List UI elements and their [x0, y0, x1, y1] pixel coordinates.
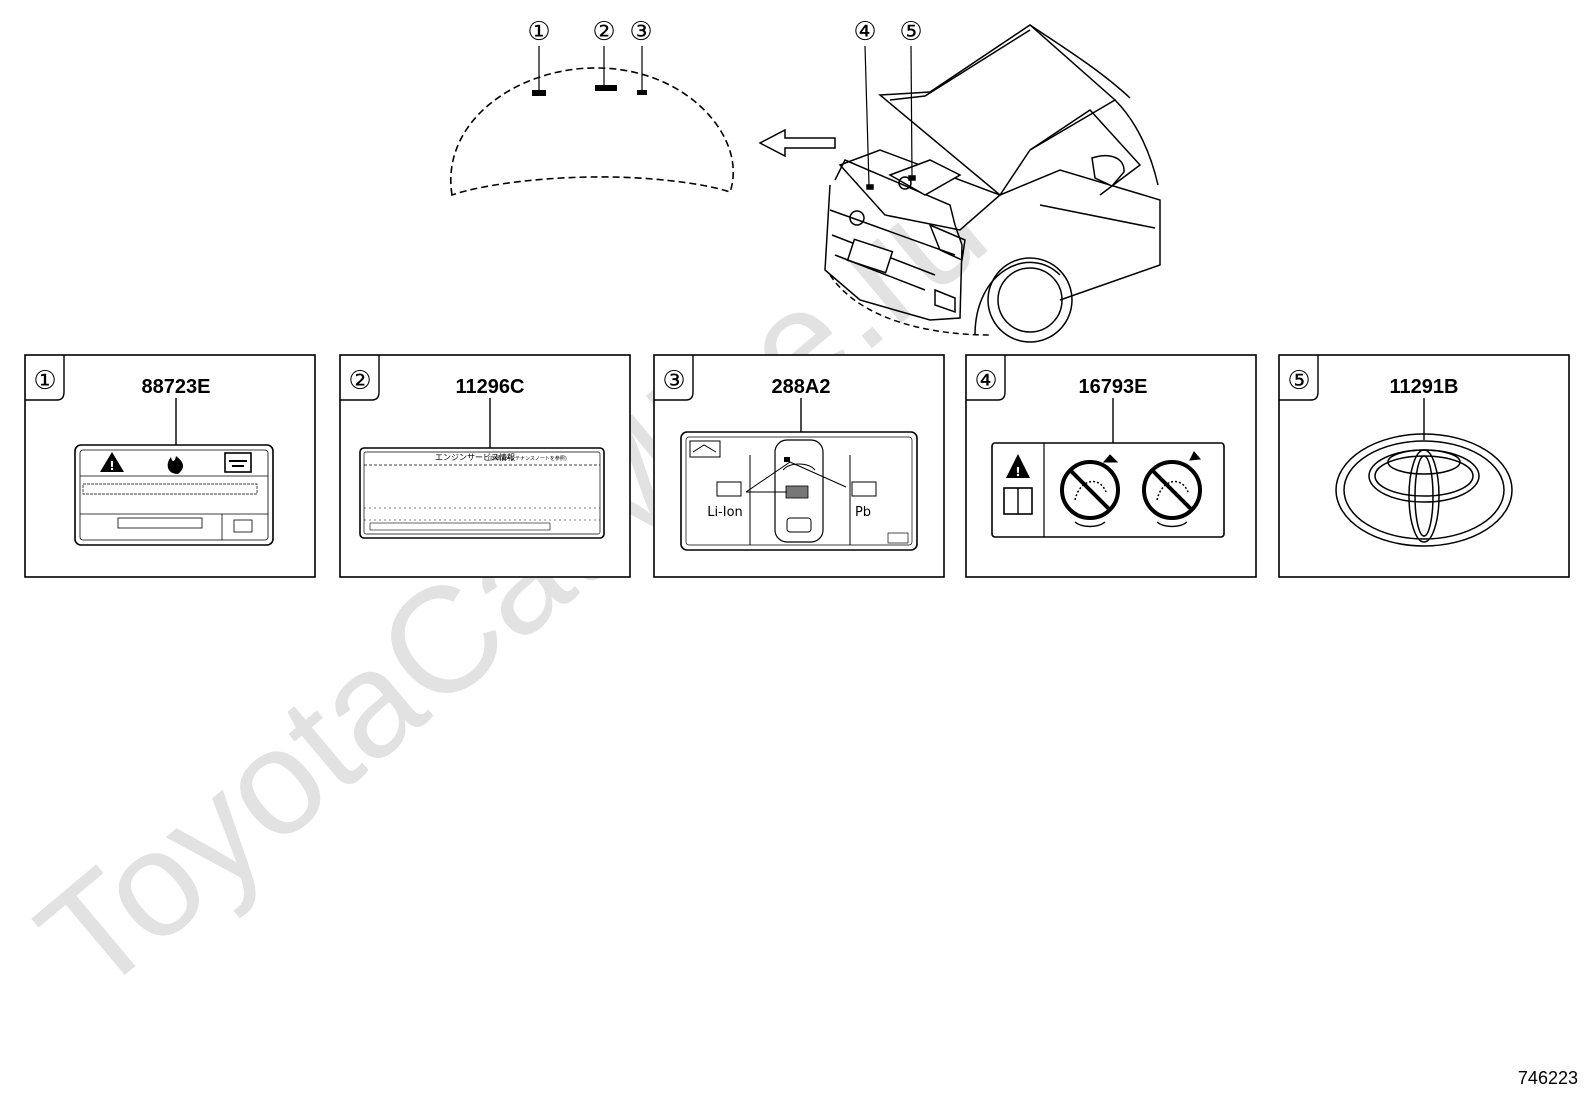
svg-text:!: ! [109, 459, 114, 473]
label-panel-5: ⑤ 11291B [1278, 354, 1570, 578]
label3-li-text: Li-Ion [707, 505, 743, 520]
panel-1-index: ① [33, 366, 56, 396]
panel-2-part-number: 11296C [456, 376, 525, 398]
svg-text:⑤: ⑤ [899, 17, 922, 47]
no-touch-icon-1 [1060, 454, 1120, 528]
vehicle-illustration [824, 24, 1161, 343]
svg-text:③: ③ [629, 17, 652, 47]
callout-1: ① [527, 17, 550, 47]
label2-title-text: エンジンサービス情報 [435, 452, 515, 462]
panel-2-index: ② [348, 366, 371, 396]
panel-4-part-number: 16793E [1079, 376, 1148, 398]
battery-pb-icon [851, 481, 877, 497]
label-panel-2: ② 11296C エンジンサービス情報 (詳細はメンテナンスノートを参照) [339, 354, 631, 578]
no-touch-icon-2 [1142, 451, 1202, 528]
callout-4: ④ [853, 17, 876, 47]
panel-4-index: ④ [974, 366, 997, 396]
panel-3-index: ③ [662, 366, 685, 396]
warning-triangle-icon [100, 452, 124, 472]
panel-1-part-number: 88723E [142, 376, 211, 398]
manual-icon [224, 452, 252, 473]
manual-icon [689, 440, 721, 458]
label-panel-4: ④ 16793E ! [965, 354, 1257, 578]
direction-arrow [758, 128, 836, 158]
label2-subtitle-text: (詳細はメンテナンスノートを参照) [488, 455, 567, 462]
document-number: 746223 [1517, 1068, 1578, 1088]
battery-li-icon [716, 481, 742, 497]
panel-5-part-number: 11291B [1390, 376, 1459, 398]
callout-3: ③ [629, 17, 652, 47]
svg-text:②: ② [592, 17, 615, 47]
panel-5-index: ⑤ [1287, 366, 1310, 396]
callout-5: ⑤ [899, 17, 922, 47]
label-panel-1: ① 88723E ! [24, 354, 316, 578]
watermark-text: ToyotaCatMine.ru [8, 140, 1017, 1024]
label-panel-3: ③ 288A2 Li-Ion Pb [653, 354, 945, 578]
hood-label-markers [532, 46, 647, 96]
svg-text:①: ① [527, 17, 550, 47]
label3-pb-text: Pb [855, 505, 871, 520]
callout-2: ② [592, 17, 615, 47]
svg-text:!: ! [1015, 465, 1020, 479]
panel-3-part-number: 288A2 [772, 376, 831, 398]
hatch-region [785, 485, 809, 499]
flame-icon [167, 456, 184, 474]
warning-triangle-icon [1006, 454, 1030, 478]
toyota-emblem-icon [1335, 433, 1513, 547]
hood-illustration [450, 67, 735, 197]
svg-text:④: ④ [853, 17, 876, 47]
